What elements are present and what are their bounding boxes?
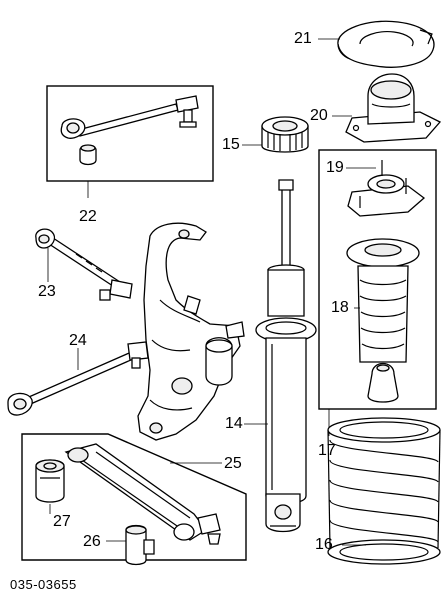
label-16: 16	[315, 536, 333, 553]
diagram-id: 035-03655	[10, 577, 77, 592]
link-23	[35, 228, 133, 301]
lower-arm	[64, 443, 221, 545]
link-24	[7, 341, 149, 416]
box-17	[318, 149, 437, 410]
mount-20	[345, 73, 442, 143]
link-22	[60, 95, 199, 166]
label-18: 18	[331, 299, 349, 316]
knuckle	[137, 222, 245, 441]
box-22	[46, 85, 214, 182]
label-24: 24	[69, 332, 87, 349]
spring-seat-21	[337, 20, 435, 68]
bushing-15	[261, 116, 309, 153]
label-21: 21	[294, 30, 312, 47]
mount-19	[347, 160, 426, 217]
box-25	[21, 433, 247, 561]
bushing-27	[35, 459, 65, 503]
label-17: 17	[318, 442, 336, 459]
label-23: 23	[38, 283, 56, 300]
shock-14	[255, 179, 317, 533]
coil-spring-16	[327, 417, 441, 565]
bushing-26	[125, 524, 155, 566]
label-25: 25	[224, 455, 242, 472]
boot-18	[346, 238, 420, 403]
label-27: 27	[53, 513, 71, 530]
label-14: 14	[225, 415, 243, 432]
label-22: 22	[79, 208, 97, 225]
label-19: 19	[326, 159, 344, 176]
label-15: 15	[222, 136, 240, 153]
label-20: 20	[310, 107, 328, 124]
label-26: 26	[83, 533, 101, 550]
